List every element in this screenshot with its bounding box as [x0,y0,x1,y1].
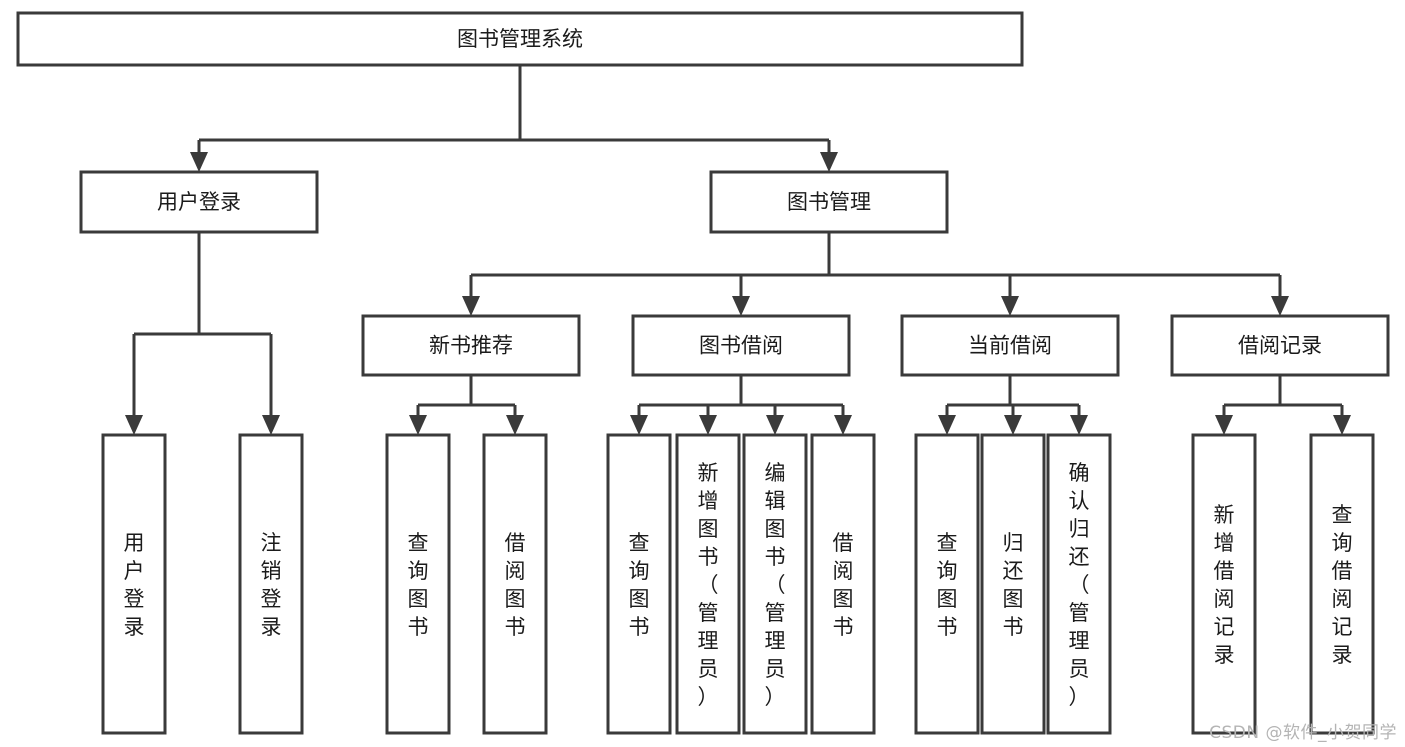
node-level2-3-box[interactable] [1170,314,1390,377]
node-root-system[interactable]: 图书管理系统 [16,11,1024,67]
arrow-head-icon-level1-0 [190,152,208,172]
node-level2-2-label: 当前借阅 [968,334,1052,358]
node-leaf-12[interactable]: 查询借阅记录 [1309,433,1375,735]
node-leaf-10-box[interactable] [1046,433,1112,735]
node-level1-0[interactable]: 用户登录 [79,170,319,234]
node-root-system-box[interactable] [16,11,1024,67]
arrow-head-icon-leaf-1-1 [506,415,524,435]
node-level2-3[interactable]: 借阅记录 [1170,314,1390,377]
node-leaf-9-box[interactable] [980,433,1046,735]
connector-layer [125,65,1351,435]
node-leaf-4[interactable]: 查询图书 [606,433,672,735]
node-level1-0-label: 用户登录 [157,190,241,214]
arrow-head-icon-leaf-4-1 [1333,415,1351,435]
arrow-head-icon-level2-0 [462,296,480,316]
arrow-head-icon-level1-1 [820,152,838,172]
node-leaf-0-label: 用户登录 [124,531,145,639]
node-leaf-5-box[interactable] [675,433,741,735]
node-leaf-8-label: 查询图书 [937,531,958,639]
arrow-head-icon-leaf-2-3 [834,415,852,435]
node-level1-0-box[interactable] [79,170,319,234]
node-level2-2[interactable]: 当前借阅 [900,314,1120,377]
arrow-head-icon-leaf-3-1 [1004,415,1022,435]
node-leaf-7[interactable]: 借阅图书 [810,433,876,735]
arrow-head-icon-leaf-0-1 [262,415,280,435]
node-leaf-11-box[interactable] [1191,433,1257,735]
node-leaf-0-box[interactable] [101,433,167,735]
node-leaf-11-label: 新增借阅记录 [1214,503,1235,667]
node-leaf-3-label: 借阅图书 [505,531,526,639]
arrow-head-icon-leaf-2-2 [766,415,784,435]
node-leaf-2[interactable]: 查询图书 [385,433,451,735]
node-layer: 图书管理系统用户登录图书管理新书推荐图书借阅当前借阅借阅记录用户登录注销登录查询… [16,11,1390,735]
arrow-head-icon-leaf-0-0 [125,415,143,435]
node-leaf-12-label: 查询借阅记录 [1332,503,1353,667]
node-leaf-6-label: 编辑图书（管理员） [765,461,786,709]
node-level2-0[interactable]: 新书推荐 [361,314,581,377]
node-level1-1-box[interactable] [709,170,949,234]
node-leaf-5-label: 新增图书（管理员） [698,461,719,709]
arrow-head-icon-leaf-3-0 [938,415,956,435]
node-leaf-6[interactable]: 编辑图书（管理员） [742,433,808,735]
arrow-head-icon-leaf-2-0 [630,415,648,435]
node-level2-3-label: 借阅记录 [1238,334,1322,358]
node-leaf-11[interactable]: 新增借阅记录 [1191,433,1257,735]
node-leaf-8-box[interactable] [914,433,980,735]
node-level1-1-label: 图书管理 [787,190,871,214]
node-leaf-8[interactable]: 查询图书 [914,433,980,735]
node-leaf-0[interactable]: 用户登录 [101,433,167,735]
arrow-head-icon-leaf-4-0 [1215,415,1233,435]
node-level2-2-box[interactable] [900,314,1120,377]
node-level2-1-box[interactable] [631,314,851,377]
node-leaf-10[interactable]: 确认归还（管理员） [1046,433,1112,735]
node-leaf-2-box[interactable] [385,433,451,735]
node-leaf-12-box[interactable] [1309,433,1375,735]
arrow-head-icon-leaf-3-2 [1070,415,1088,435]
arrow-head-icon-level2-3 [1271,296,1289,316]
node-leaf-5[interactable]: 新增图书（管理员） [675,433,741,735]
node-leaf-1[interactable]: 注销登录 [238,433,304,735]
node-leaf-7-label: 借阅图书 [833,531,854,639]
node-leaf-2-label: 查询图书 [408,531,429,639]
node-level2-0-label: 新书推荐 [429,334,513,358]
node-leaf-3[interactable]: 借阅图书 [482,433,548,735]
node-leaf-1-box[interactable] [238,433,304,735]
node-leaf-9-label: 归还图书 [1003,531,1024,639]
node-leaf-6-box[interactable] [742,433,808,735]
node-leaf-3-box[interactable] [482,433,548,735]
arrow-head-icon-leaf-2-1 [699,415,717,435]
node-level1-1[interactable]: 图书管理 [709,170,949,234]
node-leaf-4-label: 查询图书 [629,531,650,639]
arrow-head-icon-leaf-1-0 [409,415,427,435]
node-leaf-1-label: 注销登录 [261,531,282,639]
arrow-head-icon-level2-1 [732,296,750,316]
node-level2-1[interactable]: 图书借阅 [631,314,851,377]
node-leaf-4-box[interactable] [606,433,672,735]
node-leaf-7-box[interactable] [810,433,876,735]
arrow-head-icon-level2-2 [1001,296,1019,316]
node-level2-0-box[interactable] [361,314,581,377]
node-level2-1-label: 图书借阅 [699,334,783,358]
node-leaf-9[interactable]: 归还图书 [980,433,1046,735]
node-root-system-label: 图书管理系统 [457,27,583,51]
node-leaf-10-label: 确认归还（管理员） [1069,461,1090,709]
